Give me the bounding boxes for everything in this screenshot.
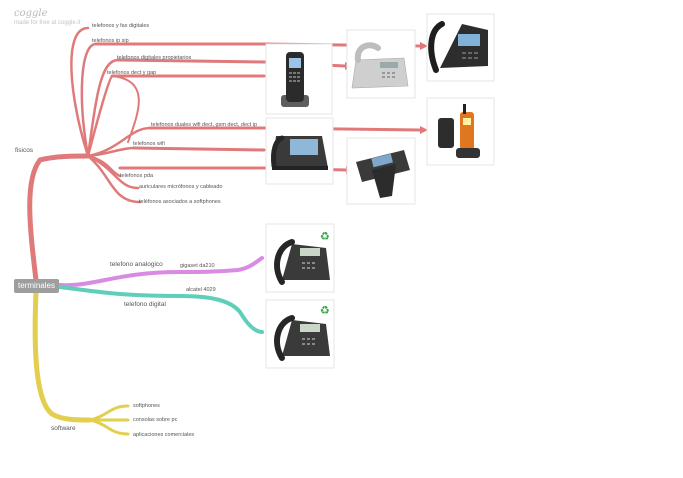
link-ext-dect-gap-curve [111,75,140,143]
label-gigaset: gigaset da210 [180,263,215,269]
label-aplicaciones: aplicaciones comerciales [133,432,194,438]
label-softphones: softphones [133,403,160,409]
link-ext-wifi [132,146,266,152]
photo-grandstream-ip-phone [426,13,495,82]
label-duales: telefonos duales wifi dect, gsm dect, de… [151,122,257,128]
photo-panasonic-phone [346,29,416,99]
link-fisicos-wifi [86,146,136,158]
recycle-icon: ♻ [320,304,330,317]
link-fisicos-softphones [86,154,142,204]
link-fisicos-tel-fax [70,26,90,158]
label-propietarios: telefonos digitales propietarios [117,55,192,61]
photo-dual-dect-orange [426,97,495,166]
brand-tagline: made for free at coggle.it [14,20,81,26]
link-software-softphones [88,404,130,422]
link-fisicos-propietarios [86,58,120,158]
link-software-aplicaciones [88,418,130,436]
label-auriculares: auriculares micrófonos y cableado [139,184,222,190]
label-wifi: telefonos wifi [133,141,165,147]
label-digital: telefono digital [124,301,166,308]
recycle-icon: ♻ [320,230,330,243]
photo-pda-scanner [346,137,416,205]
label-alcatel: alcatel 4029 [186,287,216,293]
label-ip-sip: telefonos ip sip [92,38,129,44]
branch-analogico [48,256,264,288]
label-tel-fax: telefonos y fax digitales [92,23,149,29]
branch-fisicos-trunk [27,153,91,283]
branch-software [32,289,93,423]
brand-logo: coggle [14,8,48,19]
photo-alcatel-phone-analog [265,223,335,293]
central-node-terminales[interactable]: terminales [14,279,59,293]
label-fisicos: fisicos [15,147,34,154]
photo-dect-handset [265,43,333,115]
photo-yealink-video-phone [265,117,334,185]
label-dect-gap: telefonos dect y gap [107,70,156,76]
label-consolas: consolas sobre pc [133,417,178,423]
link-fisicos-ip-sip [80,42,98,158]
label-software: software [51,425,76,432]
label-pda: telefonos pda [120,173,154,179]
link-ext-duales [148,126,422,132]
branch-digital [48,284,264,334]
label-softphones-assoc: teléfonos asociados a softphones [139,199,221,205]
label-analogico: telefono analogico [110,261,163,268]
link-fisicos-auriculares [86,154,140,190]
photo-alcatel-phone-digital [265,299,335,369]
